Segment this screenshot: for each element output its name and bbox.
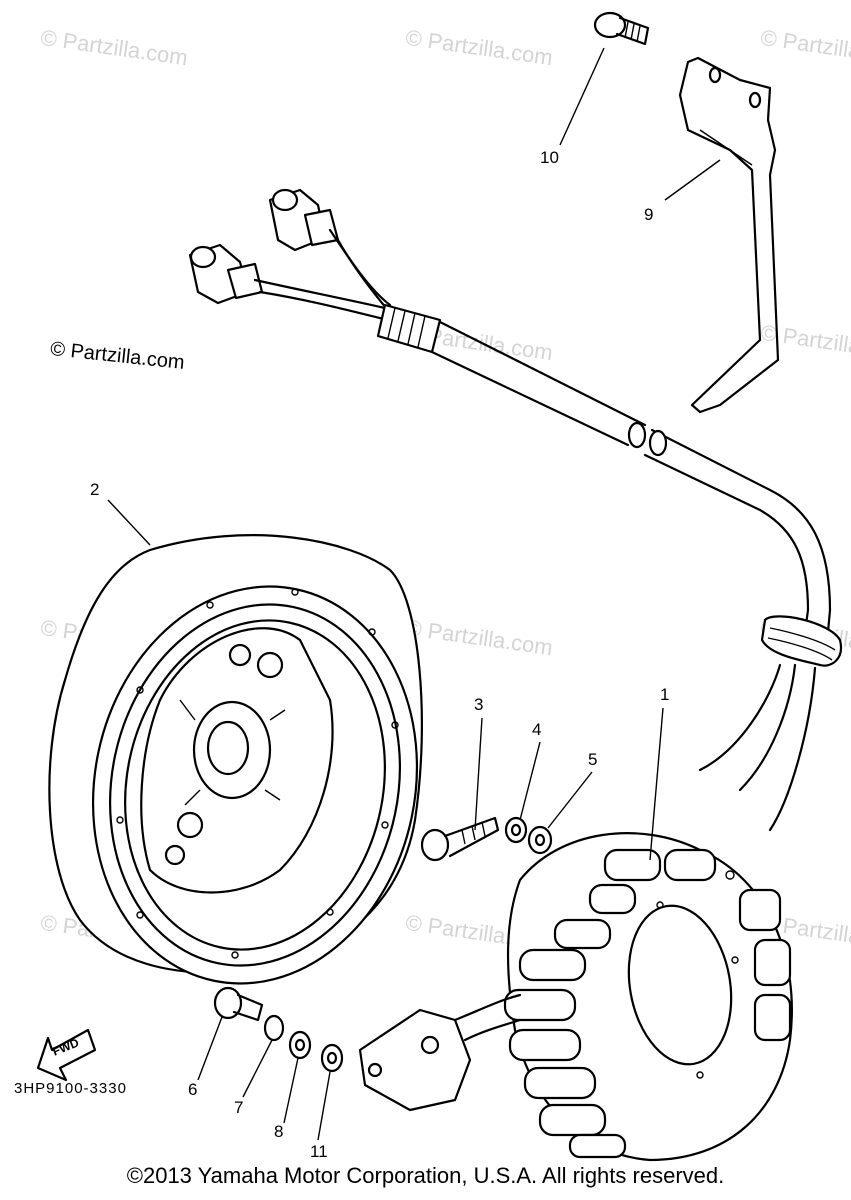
bolt-6-icon (213, 986, 264, 1022)
leader-6 (197, 1016, 223, 1081)
callout-6: 6 (188, 1080, 198, 1099)
leader-4 (519, 741, 541, 821)
callout-9: 9 (644, 205, 654, 224)
callout-8: 8 (274, 1122, 284, 1141)
washer-11-icon (320, 1043, 344, 1073)
leader-2 (107, 499, 151, 546)
leader-11 (317, 1071, 331, 1141)
leader-7 (242, 1039, 273, 1098)
callout-2: 2 (90, 480, 100, 499)
wire-harness-icon (188, 188, 843, 832)
callout-10: 10 (540, 148, 559, 167)
bolt-3-icon (420, 816, 500, 862)
callout-7: 7 (234, 1098, 244, 1117)
washer-4-icon (504, 816, 528, 844)
bracket-9-icon (678, 56, 780, 414)
washer-5-icon (527, 825, 553, 855)
stator-1-icon (358, 832, 793, 1162)
fwd-arrow-icon (36, 1028, 97, 1082)
leader-3 (474, 717, 483, 831)
leader-10 (559, 47, 605, 146)
flywheel-rotor-2-icon (48, 534, 423, 985)
leader-1 (649, 707, 664, 861)
bolt-10-icon (593, 11, 650, 46)
callout-5: 5 (588, 750, 598, 769)
part-code: 3HP9100-3330 (14, 1080, 127, 1097)
callout-11: 11 (310, 1142, 328, 1161)
leader-9 (664, 159, 721, 201)
callout-4: 4 (532, 720, 542, 739)
callout-1: 1 (660, 685, 670, 704)
callout-3: 3 (474, 695, 484, 714)
washer-7-icon (263, 1014, 285, 1042)
leader-5 (547, 771, 593, 829)
copyright-notice: ©2013 Yamaha Motor Corporation, U.S.A. A… (126, 1163, 725, 1188)
leader-8 (283, 1057, 299, 1124)
washer-8-icon (288, 1030, 312, 1060)
